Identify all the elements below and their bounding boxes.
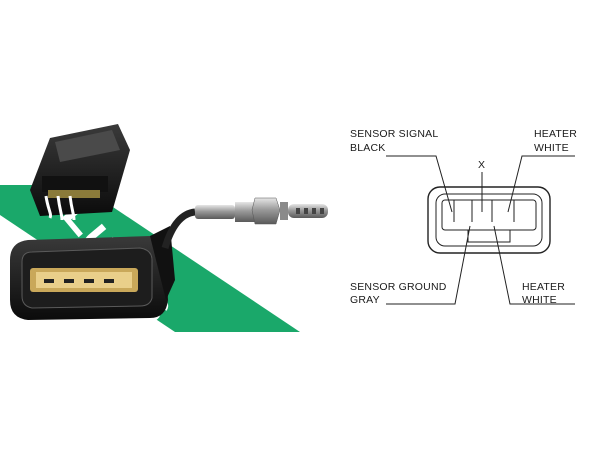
connector-socket-icon: [10, 226, 175, 320]
leader-sensor-ground: [386, 225, 471, 305]
sensor-ground-label: SENSOR GROUND: [350, 281, 447, 293]
heater-bottom-color: WHITE: [522, 294, 557, 306]
connector-outline: [427, 186, 551, 254]
sensor-signal-label: SENSOR SIGNAL: [350, 128, 438, 140]
unused-pin-label: X: [478, 159, 485, 171]
heater-top-label: HEATER: [534, 128, 577, 140]
pinout-diagram: [386, 155, 575, 305]
connector-plug-icon: [30, 124, 130, 221]
leader-heater-bottom: [493, 225, 575, 305]
sensor-ground-color: GRAY: [350, 294, 380, 306]
sensor-cable: [161, 208, 196, 250]
heater-bottom-label: HEATER: [522, 281, 565, 293]
sensor-signal-color: BLACK: [350, 142, 385, 154]
leader-heater-top: [507, 155, 575, 213]
heater-top-color: WHITE: [534, 142, 569, 154]
oxygen-sensor-icon: [195, 197, 328, 225]
leader-sensor-signal: [386, 155, 453, 213]
pinout-labels: SENSOR SIGNAL BLACK HEATER WHITE X SENSO…: [350, 128, 577, 306]
